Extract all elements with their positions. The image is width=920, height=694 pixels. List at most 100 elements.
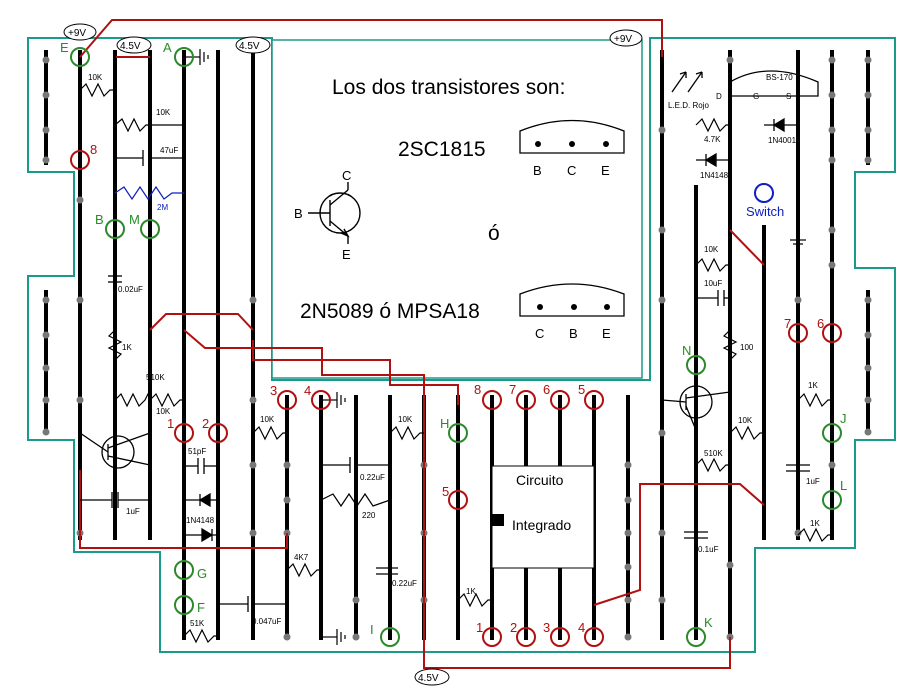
point-label-b: B [95, 212, 104, 227]
transistor-pinout-2: C B E [519, 283, 625, 341]
res-label: 1K [808, 381, 818, 390]
board-outline-left [27, 37, 896, 653]
res-label: 100 [740, 343, 754, 352]
cap-label: 0.02uF [118, 285, 143, 294]
bjt-symbol [308, 182, 361, 244]
cap-label: 0.22uF [360, 473, 385, 482]
res-label: 4K7 [294, 553, 309, 562]
res-label: 10K [398, 415, 413, 424]
rail-mid-a: 4.5V [120, 41, 141, 52]
point-label-4-ic: 4 [578, 620, 585, 635]
component-labels: 10K 10K 2M 1K 510K 10K 10K 10K 220 1K 4.… [88, 73, 820, 628]
point-label-n: N [682, 343, 691, 358]
res-label: 510K [146, 373, 165, 382]
ic-label-1: Circuito [516, 472, 564, 488]
res-label: 10K [156, 108, 171, 117]
point-label-6-right: 6 [817, 316, 824, 331]
rail-plus9-right: +9V [614, 34, 632, 45]
board-transistors [79, 70, 819, 469]
transistor-1-name: 2SC1815 [398, 138, 486, 161]
point-label-1-left: 1 [167, 416, 174, 431]
rail-labels: +9V 4.5V 4.5V +9V 4.5V [63, 23, 643, 686]
res-label: 510K [704, 449, 723, 458]
res-label: 10K [704, 245, 719, 254]
point-label-2-ic: 2 [510, 620, 517, 635]
res-label: 1K [466, 587, 476, 596]
point-label-5-mid: 5 [442, 484, 449, 499]
point-label-e: E [60, 40, 69, 55]
point-label-6-ic: 6 [543, 382, 550, 397]
pin-label: C [535, 326, 544, 341]
point-label-i: I [370, 622, 374, 637]
transistor-2-name: 2N5089 ó MPSA18 [300, 300, 480, 323]
diode-label: 1N4148 [700, 171, 729, 180]
point-label-k: K [704, 615, 713, 630]
bjt-pin-label: B [294, 206, 303, 221]
cap-label: 51pF [188, 447, 206, 456]
point-label-g: G [197, 566, 207, 581]
rail-plus9-left: +9V [68, 28, 86, 39]
res-label: 10K [260, 415, 275, 424]
point-label-m: M [129, 212, 140, 227]
led-label: L.E.D. Rojo [668, 101, 709, 110]
ic-body [491, 465, 595, 569]
res-label: 10K [88, 73, 103, 82]
diode-label: 1N4001 [768, 136, 797, 145]
res-label: 2M [157, 203, 168, 212]
res-label: 1K [122, 343, 132, 352]
point-label-3-ic: 3 [543, 620, 550, 635]
res-label: 1K [810, 519, 820, 528]
rail-mid-b: 4.5V [239, 41, 260, 52]
cap-label: 0.1uF [698, 545, 719, 554]
cap-label: 0.22uF [392, 579, 417, 588]
ic-label-2: Integrado [512, 517, 571, 533]
point-label-2-left: 2 [202, 416, 209, 431]
or-word: ó [488, 222, 500, 245]
res-label: 10K [738, 416, 753, 425]
pin-label: E [601, 163, 610, 178]
res-label: 51K [190, 619, 205, 628]
bjt-pin-label: C [342, 168, 351, 183]
res-label: 4.7K [704, 135, 721, 144]
cap-label: 0.047uF [252, 617, 281, 626]
capacitors [80, 150, 810, 612]
notes-box [271, 39, 643, 379]
point-label-switch: Switch [746, 204, 784, 219]
point-label-5-ic: 5 [578, 382, 585, 397]
point-label-j: J [840, 411, 847, 426]
mosfet-pin-label: S [786, 92, 791, 101]
notes-title: Los dos transistores son: [332, 76, 566, 99]
rail-mid-bottom: 4.5V [418, 673, 439, 684]
ic-notch [492, 514, 504, 526]
resistors [79, 82, 832, 644]
connection-points [70, 47, 842, 647]
point-label-8-left: 8 [90, 142, 97, 157]
point-label-8-ic: 8 [474, 382, 481, 397]
point-label-1-ic: 1 [476, 620, 483, 635]
res-label: 10K [156, 407, 171, 416]
cap-label: 47uF [160, 146, 178, 155]
point-label-3-top: 3 [270, 383, 277, 398]
jumper-wires [79, 19, 765, 669]
pin-label: C [567, 163, 576, 178]
diodes [184, 117, 798, 543]
mosfet-pin-label: D [716, 92, 722, 101]
point-label-4-top: 4 [304, 383, 311, 398]
pin-label: B [569, 326, 578, 341]
mosfet-pin-label: G [753, 92, 759, 101]
bjt-pin-label: E [342, 247, 351, 262]
point-label-7-ic: 7 [509, 382, 516, 397]
pin-label: B [533, 163, 542, 178]
res-label: 220 [362, 511, 376, 520]
cap-label: 1uF [126, 507, 140, 516]
diode-label: 1N4148 [186, 516, 215, 525]
point-label-l: L [840, 478, 847, 493]
transistor-pinout-1: B C E [519, 119, 625, 178]
mosfet-label: BS-170 [766, 73, 793, 82]
point-label-7-right: 7 [784, 316, 791, 331]
cap-label: 1uF [806, 477, 820, 486]
point-labels: E A B M G F I H N J L K 8 1 2 3 4 8 7 6 … [60, 40, 847, 637]
point-label-f: F [197, 600, 205, 615]
point-label-a: A [163, 40, 172, 55]
